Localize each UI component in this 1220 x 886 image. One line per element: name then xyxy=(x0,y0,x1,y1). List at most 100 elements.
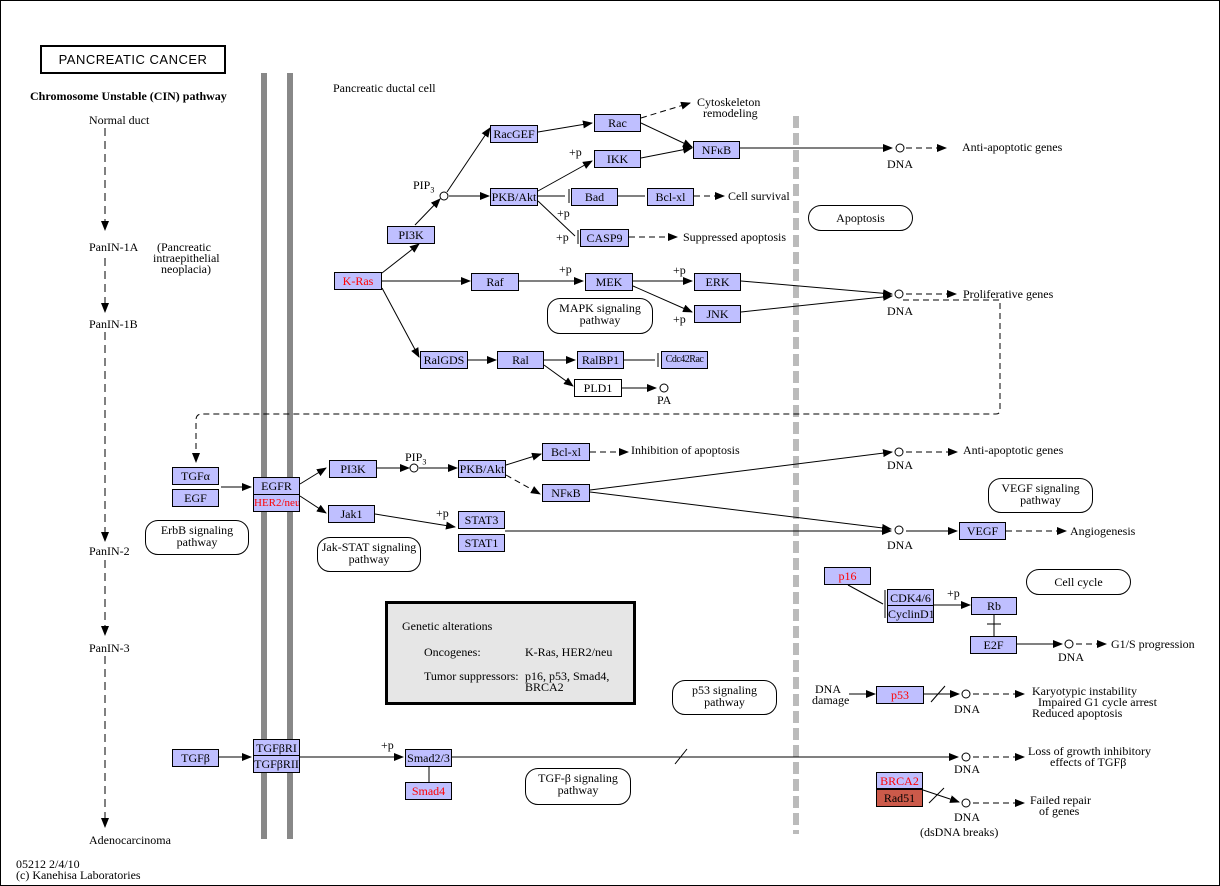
gene-vegf[interactable]: VEGF xyxy=(959,522,1006,540)
gene-mek[interactable]: MEK xyxy=(585,273,633,291)
gene-cdk46[interactable]: CDK4/6 xyxy=(887,589,934,606)
gene-jnk[interactable]: JNK xyxy=(694,305,741,323)
map-apoptosis[interactable]: Apoptosis xyxy=(808,205,913,231)
gene-ralgds[interactable]: RalGDS xyxy=(420,351,468,369)
panin-note-line2: intraepithelial xyxy=(153,251,220,265)
phospho-label: +p xyxy=(559,262,572,276)
legend-suppressors-value-2: BRCA2 xyxy=(525,680,564,694)
gene-rb[interactable]: Rb xyxy=(971,597,1017,615)
map-cell-cycle[interactable]: Cell cycle xyxy=(1026,569,1131,595)
gene-kras[interactable]: K-Ras xyxy=(334,272,382,290)
gene-bclxl-mid[interactable]: Bcl-xl xyxy=(542,443,590,461)
stage-panin-2: PanIN-2 xyxy=(89,544,130,558)
gene-ikk[interactable]: IKK xyxy=(594,150,641,168)
outcome-cytoskeleton-1: Cytoskeleton xyxy=(697,95,761,109)
stage-adenocarcinoma: Adenocarcinoma xyxy=(89,833,171,847)
dna-label: DNA xyxy=(887,157,913,171)
gene-tgfbri[interactable]: TGFβRI xyxy=(253,739,300,756)
outcome-pa: PA xyxy=(657,393,672,407)
gene-cdc42rac[interactable]: Cdc42Rac xyxy=(661,351,708,369)
gene-casp9[interactable]: CASP9 xyxy=(580,229,629,247)
dna-label: DNA xyxy=(887,538,913,552)
gene-stat1[interactable]: STAT1 xyxy=(458,534,505,552)
gene-nfkb-top[interactable]: NFκB xyxy=(693,141,740,159)
map-p53-line1: p53 signaling xyxy=(692,683,757,697)
gene-brca2[interactable]: BRCA2 xyxy=(876,772,923,789)
outcome-p53-1: Karyotypic instability xyxy=(1032,684,1137,698)
phospho-label: +p xyxy=(673,312,686,326)
gene-nfkb-mid[interactable]: NFκB xyxy=(542,484,590,502)
footer-copyright: (c) Kanehisa Laboratories xyxy=(16,868,141,882)
outcome-angiogenesis: Angiogenesis xyxy=(1070,524,1136,538)
dna-label: DNA xyxy=(954,810,980,824)
gene-egf[interactable]: EGF xyxy=(172,489,219,507)
gene-pi3k-top[interactable]: PI3K xyxy=(387,226,435,244)
plasma-membrane-inner xyxy=(287,73,293,839)
outcome-p53-3: Reduced apoptosis xyxy=(1032,706,1123,720)
phospho-label: +p xyxy=(569,145,582,159)
gene-e2f[interactable]: E2F xyxy=(970,636,1017,654)
gene-pkbakt-mid[interactable]: PKB/Akt xyxy=(458,460,506,478)
outcome-tgfb-2: effects of TGFβ xyxy=(1050,755,1127,769)
gene-tgfbrii[interactable]: TGFβRII xyxy=(253,755,300,773)
dna-label: DNA xyxy=(954,702,980,716)
plasma-membrane-outer xyxy=(261,73,267,839)
gene-pkbakt-top[interactable]: PKB/Akt xyxy=(490,188,538,206)
cell-label: Pancreatic ductal cell xyxy=(333,81,436,95)
dna-label: DNA xyxy=(887,304,913,318)
gene-smad4[interactable]: Smad4 xyxy=(405,782,452,800)
dna-damage-1: DNA xyxy=(815,682,841,696)
gene-smad23[interactable]: Smad2/3 xyxy=(405,749,452,767)
gene-raf[interactable]: Raf xyxy=(471,273,519,291)
outcome-inhibition-apoptosis: Inhibition of apoptosis xyxy=(631,443,740,457)
outcome-suppressed-apoptosis: Suppressed apoptosis xyxy=(683,230,786,244)
gene-jak1[interactable]: Jak1 xyxy=(328,505,375,523)
phospho-label: +p xyxy=(556,230,569,244)
gene-p16[interactable]: p16 xyxy=(824,567,871,585)
gene-bad[interactable]: Bad xyxy=(571,188,618,206)
phospho-label: +p xyxy=(381,738,394,752)
outcome-proliferative: Proliferative genes xyxy=(963,287,1054,301)
dna-label: DNA xyxy=(1058,650,1084,664)
gene-ralbp1[interactable]: RalBP1 xyxy=(577,351,624,369)
gene-rac[interactable]: Rac xyxy=(594,114,641,132)
panin-note-line1: (Pancreatic xyxy=(157,240,211,254)
phospho-label: +p xyxy=(673,263,686,277)
gene-p53[interactable]: p53 xyxy=(876,686,924,704)
gene-pld1[interactable]: PLD1 xyxy=(574,379,622,397)
legend-suppressors-value-1: p16, p53, Smad4, xyxy=(525,669,610,683)
dna-damage-2: damage xyxy=(812,693,850,707)
map-mapk-line1: MAPK signaling xyxy=(559,301,641,315)
genetic-alterations-legend: Genetic alterations Oncogenes: K-Ras, HE… xyxy=(385,601,636,705)
gene-tgfa[interactable]: TGFα xyxy=(172,467,219,485)
gene-racgef[interactable]: RacGEF xyxy=(490,125,538,143)
outcome-g1s: G1/S progression xyxy=(1111,637,1195,651)
gene-bclxl-top[interactable]: Bcl-xl xyxy=(647,188,694,206)
outcome-repair-1: Failed repair xyxy=(1030,793,1091,807)
gene-egfr[interactable]: EGFR xyxy=(253,477,300,495)
gene-pi3k-mid[interactable]: PI3K xyxy=(329,460,377,478)
map-jakstat-line2: pathway xyxy=(348,552,390,566)
outcome-anti-apoptotic-top: Anti-apoptotic genes xyxy=(962,140,1063,154)
cin-heading: Chromosome Unstable (CIN) pathway xyxy=(30,89,227,103)
gene-cyclind1[interactable]: CyclinD1 xyxy=(887,605,934,623)
gene-rad51[interactable]: Rad51 xyxy=(876,789,923,807)
pip3-label-top: PIP3 xyxy=(413,179,434,196)
stage-panin-3: PanIN-3 xyxy=(89,641,130,655)
outcome-repair-2: of genes xyxy=(1039,804,1080,818)
phospho-label: +p xyxy=(436,506,449,520)
gene-stat3[interactable]: STAT3 xyxy=(458,511,505,529)
outcome-p53-2: Impaired G1 cycle arrest xyxy=(1038,695,1157,709)
gene-erk[interactable]: ERK xyxy=(694,273,741,291)
gene-her2neu[interactable]: HER2/neu xyxy=(253,494,300,512)
gene-ral[interactable]: Ral xyxy=(497,351,544,369)
map-p53-line2: pathway xyxy=(704,695,745,709)
stage-panin-1a: PanIN-1A xyxy=(89,240,139,254)
gene-tgfb[interactable]: TGFβ xyxy=(172,749,219,767)
